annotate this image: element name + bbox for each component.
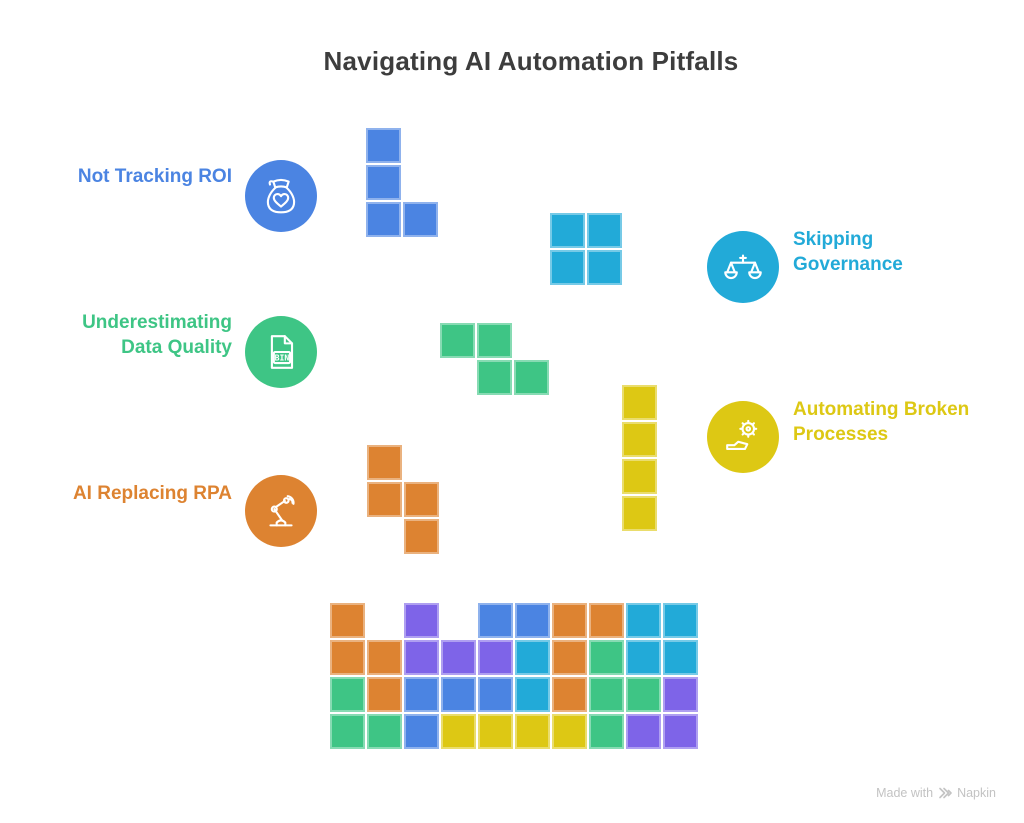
- stack-cell: [441, 714, 476, 749]
- stack-cell: [515, 677, 550, 712]
- stack-cell: [589, 640, 624, 675]
- stack-cell: [663, 677, 698, 712]
- stack-cell: [626, 677, 661, 712]
- blue-l-piece-cell: [366, 128, 401, 163]
- orange-s-piece-cell: [367, 445, 402, 480]
- stack-cell: [478, 640, 513, 675]
- cyan-o-piece-cell: [587, 250, 622, 285]
- stack-cell: [552, 677, 587, 712]
- label-line: Underestimating: [82, 312, 232, 333]
- stack-cell: [367, 677, 402, 712]
- orange-s-piece-cell: [404, 519, 439, 554]
- stack-cell: [515, 640, 550, 675]
- green-z-piece-cell: [477, 360, 512, 395]
- gear-process-glyph: [726, 419, 758, 451]
- label-line: Not Tracking ROI: [77, 166, 232, 187]
- robot-arm-icon: [245, 475, 317, 547]
- stack-cell: [404, 677, 439, 712]
- bin-file-glyph: BIN: [270, 335, 294, 369]
- bin-file-text: BIN: [275, 353, 290, 363]
- label-underestimating-data-quality: Underestimating Data Quality: [0, 310, 232, 360]
- gear-process-icon: [707, 401, 779, 473]
- cyan-o-piece-cell: [550, 213, 585, 248]
- orange-s-piece-cell: [367, 482, 402, 517]
- green-z-piece-cell: [440, 323, 475, 358]
- stack-cell: [330, 677, 365, 712]
- robot-arm-glyph: [269, 495, 295, 527]
- green-z-piece-cell: [477, 323, 512, 358]
- money-bag-heart-glyph: [266, 178, 296, 214]
- stack-cell: [330, 603, 365, 638]
- stack-cell: [478, 677, 513, 712]
- stack-cell: [404, 714, 439, 749]
- cyan-o-piece-cell: [587, 213, 622, 248]
- stack-cell: [404, 603, 439, 638]
- blue-l-piece-cell: [366, 202, 401, 237]
- label-line: Governance: [793, 254, 903, 275]
- made-with-napkin-watermark: Made with Napkin: [876, 786, 996, 800]
- stack-cell: [478, 603, 513, 638]
- watermark-prefix: Made with: [876, 786, 934, 800]
- yellow-i-piece-cell: [622, 385, 657, 420]
- label-line: AI Replacing RPA: [72, 483, 232, 504]
- label-ai-replacing-rpa: AI Replacing RPA: [0, 481, 232, 506]
- napkin-logo-icon: [939, 787, 952, 799]
- stack-cell: [552, 640, 587, 675]
- label-line: Skipping: [793, 229, 874, 250]
- stack-cell: [441, 677, 476, 712]
- stack-cell: [552, 603, 587, 638]
- stack-cell: [404, 640, 439, 675]
- yellow-i-piece-cell: [622, 422, 657, 457]
- label-automating-broken-processes: Automating Broken Processes: [793, 397, 1023, 447]
- stack-cell: [663, 603, 698, 638]
- blue-l-piece-cell: [403, 202, 438, 237]
- stack-cell: [626, 714, 661, 749]
- label-line: Data Quality: [121, 337, 232, 358]
- label-not-tracking-roi: Not Tracking ROI: [0, 164, 232, 189]
- stack-cell: [589, 714, 624, 749]
- page-title: Navigating AI Automation Pitfalls: [323, 46, 739, 76]
- watermark-brand: Napkin: [957, 786, 996, 800]
- orange-s-piece-cell: [404, 482, 439, 517]
- green-z-piece-cell: [514, 360, 549, 395]
- label-line: Automating Broken: [793, 399, 970, 420]
- money-bag-heart-icon: [245, 160, 317, 232]
- stack-cell: [663, 640, 698, 675]
- stack-cell: [663, 714, 698, 749]
- stack-cell: [330, 640, 365, 675]
- scales-icon: [707, 231, 779, 303]
- label-skipping-governance: Skipping Governance: [793, 227, 1013, 277]
- stack-cell: [626, 640, 661, 675]
- stack-cell: [330, 714, 365, 749]
- stack-cell: [552, 714, 587, 749]
- scales-glyph: [724, 254, 762, 280]
- blue-l-piece-cell: [366, 165, 401, 200]
- stack-cell: [626, 603, 661, 638]
- stack-cell: [515, 714, 550, 749]
- stack-cell: [478, 714, 513, 749]
- yellow-i-piece-cell: [622, 459, 657, 494]
- label-line: Processes: [793, 424, 889, 445]
- stack-cell: [367, 714, 402, 749]
- stack-cell: [589, 677, 624, 712]
- stack-cell: [589, 603, 624, 638]
- yellow-i-piece-cell: [622, 496, 657, 531]
- cyan-o-piece-cell: [550, 250, 585, 285]
- bin-file-icon: BIN: [245, 316, 317, 388]
- stack-cell: [441, 640, 476, 675]
- stack-cell: [367, 640, 402, 675]
- stack-cell: [515, 603, 550, 638]
